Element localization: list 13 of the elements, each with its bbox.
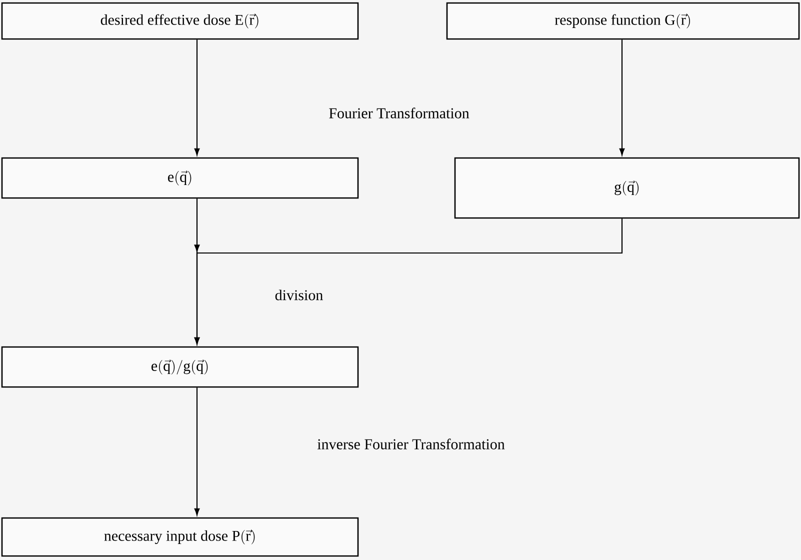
arrow (619, 40, 625, 156)
arrow (194, 218, 623, 344)
process-box: $\text{desired effective dose }\mathrm{E}(\vec{\mathrm{r}})$ (1, 2, 359, 40)
step-label: Fourier Transformation (329, 108, 470, 118)
process-box: $\mathrm{g}(\vec{\mathrm{q}})$ (454, 157, 800, 219)
process-box: $\text{necessary input dose }\mathrm{P}(\vec{\mathrm{r}})$ (1, 517, 359, 557)
process-box: $\mathrm{e}(\vec{\mathrm{q}})/\mathrm{g}(\vec{\mathrm{q}})$ (1, 346, 359, 388)
process-box: $\mathrm{e}(\vec{\mathrm{q}})$ (1, 157, 359, 199)
step-label: division (275, 290, 323, 300)
arrow (194, 388, 200, 516)
process-box: $\text{response function }\mathrm{G}(\vec{\mathrm{r}})$ (446, 2, 800, 40)
arrow (194, 40, 200, 156)
step-label: inverse Fourier Transformation (317, 438, 505, 450)
